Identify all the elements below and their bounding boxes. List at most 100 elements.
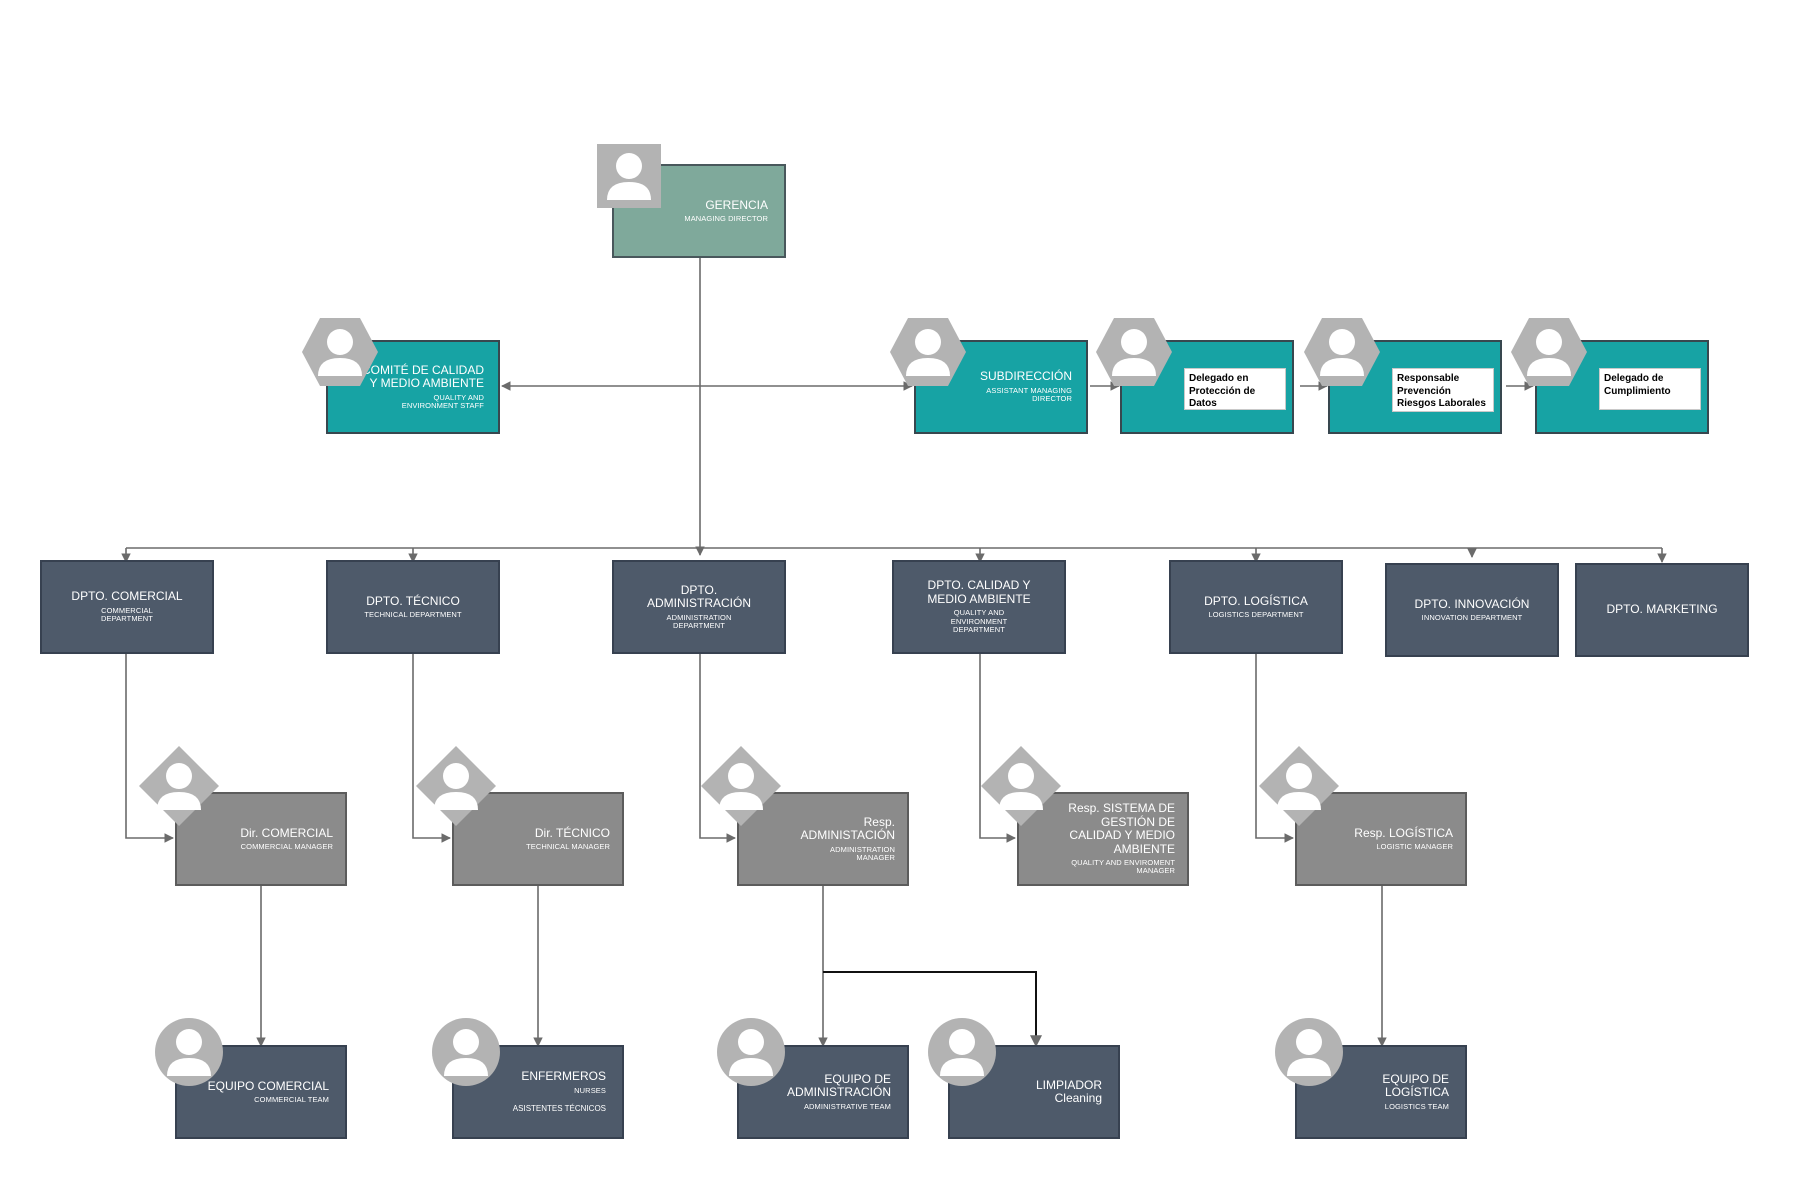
department-box-3-title: ADMINISTRACIÓN	[646, 596, 751, 611]
team-box-2-subtitle-line: NURSES	[574, 1085, 606, 1095]
manager-box-4-title: CALIDAD Y MEDIO	[1069, 828, 1175, 843]
gerencia-avatar-icon	[597, 144, 661, 208]
team-avatar-icon-5	[1275, 1018, 1343, 1086]
manager-box-5-title: Resp. LOGÍSTICA	[1354, 825, 1453, 840]
manager-box-1[interactable]: Dir. COMERCIAL COMMERCIAL MANAGER	[175, 792, 347, 886]
manager-box-4-subtitle-line: MANAGER	[1136, 866, 1175, 876]
manager-box-2-title: Dir. TÉCNICO	[534, 825, 610, 840]
manager-avatar-icon-2	[416, 746, 496, 826]
team-box-1-title: EQUIPO COMERCIAL	[207, 1078, 329, 1093]
department-box-7-title: DPTO. MARKETING	[1606, 602, 1718, 617]
manager-box-4-title: AMBIENTE	[1113, 841, 1175, 856]
gerencia-box-subtitle: MANAGING DIRECTOR	[684, 214, 768, 224]
department-box-1-subtitle-line: DEPARTMENT	[101, 614, 153, 624]
manager-avatar-icon-4	[981, 746, 1061, 826]
dept-mgr-line-1	[412, 654, 451, 843]
quality-committee-box-subtitle-line: QUALITY AND	[433, 392, 484, 402]
subdireccion-box-title: SUBDIRECCIÓN	[979, 369, 1072, 384]
department-box-2-title: DPTO. TÉCNICO	[366, 593, 460, 608]
team-box-1-subtitle: COMMERCIAL TEAM	[254, 1095, 329, 1105]
quality-committee-box-title: Y MEDIO AMBIENTE	[369, 376, 484, 391]
team-box-3-title: ADMINISTRACIÓN	[786, 1085, 891, 1100]
manager-box-4-title: GESTIÓN DE	[1100, 814, 1175, 829]
team-avatar-icon-3	[717, 1018, 785, 1086]
team-box-5-subtitle: LOGISTICS TEAM	[1385, 1102, 1449, 1111]
manager-box-5[interactable]: Resp. LOGÍSTICA LOGISTIC MANAGER	[1295, 792, 1467, 886]
subdireccion-avatar-icon	[890, 318, 966, 386]
department-box-1-title: DPTO. COMERCIAL	[71, 589, 183, 604]
chain-avatar-icon-3	[1511, 318, 1587, 386]
chain-avatar-icon-2	[1304, 318, 1380, 386]
manager-box-1-subtitle: COMMERCIAL MANAGER	[241, 842, 333, 851]
department-box-2-subtitle: TECHNICAL DEPARTMENT	[364, 610, 462, 620]
team-avatar-icon-4	[928, 1018, 996, 1086]
chain-box-1[interactable]: Delegado en Protección de Datos	[1120, 340, 1294, 434]
department-box-3-title: DPTO.	[680, 582, 718, 597]
department-box-5[interactable]: DPTO. LOGÍSTICA LOGISTICS DEPARTMENT	[1169, 560, 1343, 654]
manager-box-5-subtitle-line: LOGISTIC MANAGER	[1376, 842, 1453, 852]
dept-mgr-line-2	[699, 654, 736, 843]
department-box-6-subtitle-line: INNOVATION DEPARTMENT	[1421, 613, 1523, 623]
department-box-1-subtitle-line: COMMERCIAL	[101, 605, 153, 615]
manager-avatar-icon-5	[1259, 746, 1339, 826]
team-box-3-subtitle-line: ADMINISTRATIVE TEAM	[803, 1101, 891, 1111]
subdireccion-box-subtitle-line: DIRECTOR	[1032, 394, 1072, 404]
team-box-2-extra: ASISTENTES TÉCNICOS	[512, 1103, 606, 1113]
department-box-2[interactable]: DPTO. TÉCNICO TECHNICAL DEPARTMENT	[326, 560, 500, 654]
team-box-4-title: LIMPIADOR	[1035, 1077, 1102, 1092]
department-box-5-subtitle-line: LOGISTICS DEPARTMENT	[1208, 610, 1304, 620]
gerencia-box-subtitle-line: MANAGING DIRECTOR	[684, 214, 768, 224]
subdireccion-box-subtitle-line: ASSISTANT MANAGING	[986, 385, 1072, 395]
department-box-4-subtitle-line: ENVIRONMENT	[950, 616, 1008, 626]
chain-box-3-label: Delegado de Cumplimiento	[1599, 368, 1701, 410]
department-box-5-subtitle: LOGISTICS DEPARTMENT	[1208, 610, 1304, 620]
team-avatar-icon-1	[155, 1018, 223, 1086]
manager-box-2-subtitle: TECHNICAL MANAGER	[526, 842, 610, 852]
team-box-2-subtitle: NURSES	[574, 1085, 606, 1095]
manager-box-2-subtitle-line: TECHNICAL MANAGER	[526, 842, 610, 852]
manager-box-2[interactable]: Dir. TÉCNICO TECHNICAL MANAGER	[452, 792, 624, 886]
quality-committee-box-title: COMITÉ DE CALIDAD	[361, 362, 484, 377]
dept-mgr-line-4	[1255, 654, 1294, 843]
team-box-1-subtitle-line: COMMERCIAL TEAM	[254, 1095, 329, 1105]
mgr-team-line-3	[823, 971, 1042, 1048]
department-box-4-title: DPTO. CALIDAD Y	[927, 578, 1031, 593]
team-avatar-icon-2	[432, 1018, 500, 1086]
department-box-2-subtitle-line: TECHNICAL DEPARTMENT	[364, 610, 462, 620]
chain-box-2-label: Responsable Prevención Riesgos Laborales	[1392, 368, 1494, 412]
quality-committee-box-subtitle-line: ENVIRONMENT STAFF	[401, 400, 484, 410]
team-box-3-subtitle: ADMINISTRATIVE TEAM	[803, 1101, 891, 1111]
manager-box-1-title: Dir. COMERCIAL	[240, 825, 333, 840]
department-box-4-subtitle-line: QUALITY AND	[953, 608, 1005, 618]
team-box-4-title: Cleaning	[1054, 1091, 1102, 1105]
manager-avatar-icon-1	[139, 746, 219, 826]
dept-mgr-line-0	[125, 654, 174, 843]
department-box-6-subtitle: INNOVATION DEPARTMENT	[1421, 613, 1523, 623]
team-box-5-title: LOGÍSTICA	[1384, 1085, 1449, 1100]
chain-box-1-label: Delegado en Protección de Datos	[1184, 368, 1286, 410]
department-box-7[interactable]: DPTO. MARKETING	[1575, 563, 1749, 657]
department-box-3-subtitle-line: ADMINISTRATION	[666, 612, 732, 622]
department-box-6-title: DPTO. INNOVACIÓN	[1414, 596, 1530, 611]
chain-avatar-icon-1	[1096, 318, 1172, 386]
manager-avatar-icon-3	[701, 746, 781, 826]
team-box-5-title: EQUIPO DE	[1382, 1071, 1449, 1086]
department-box-5-title: DPTO. LOGÍSTICA	[1204, 593, 1308, 608]
department-box-6[interactable]: DPTO. INNOVACIÓN INNOVATION DEPARTMENT	[1385, 563, 1559, 657]
